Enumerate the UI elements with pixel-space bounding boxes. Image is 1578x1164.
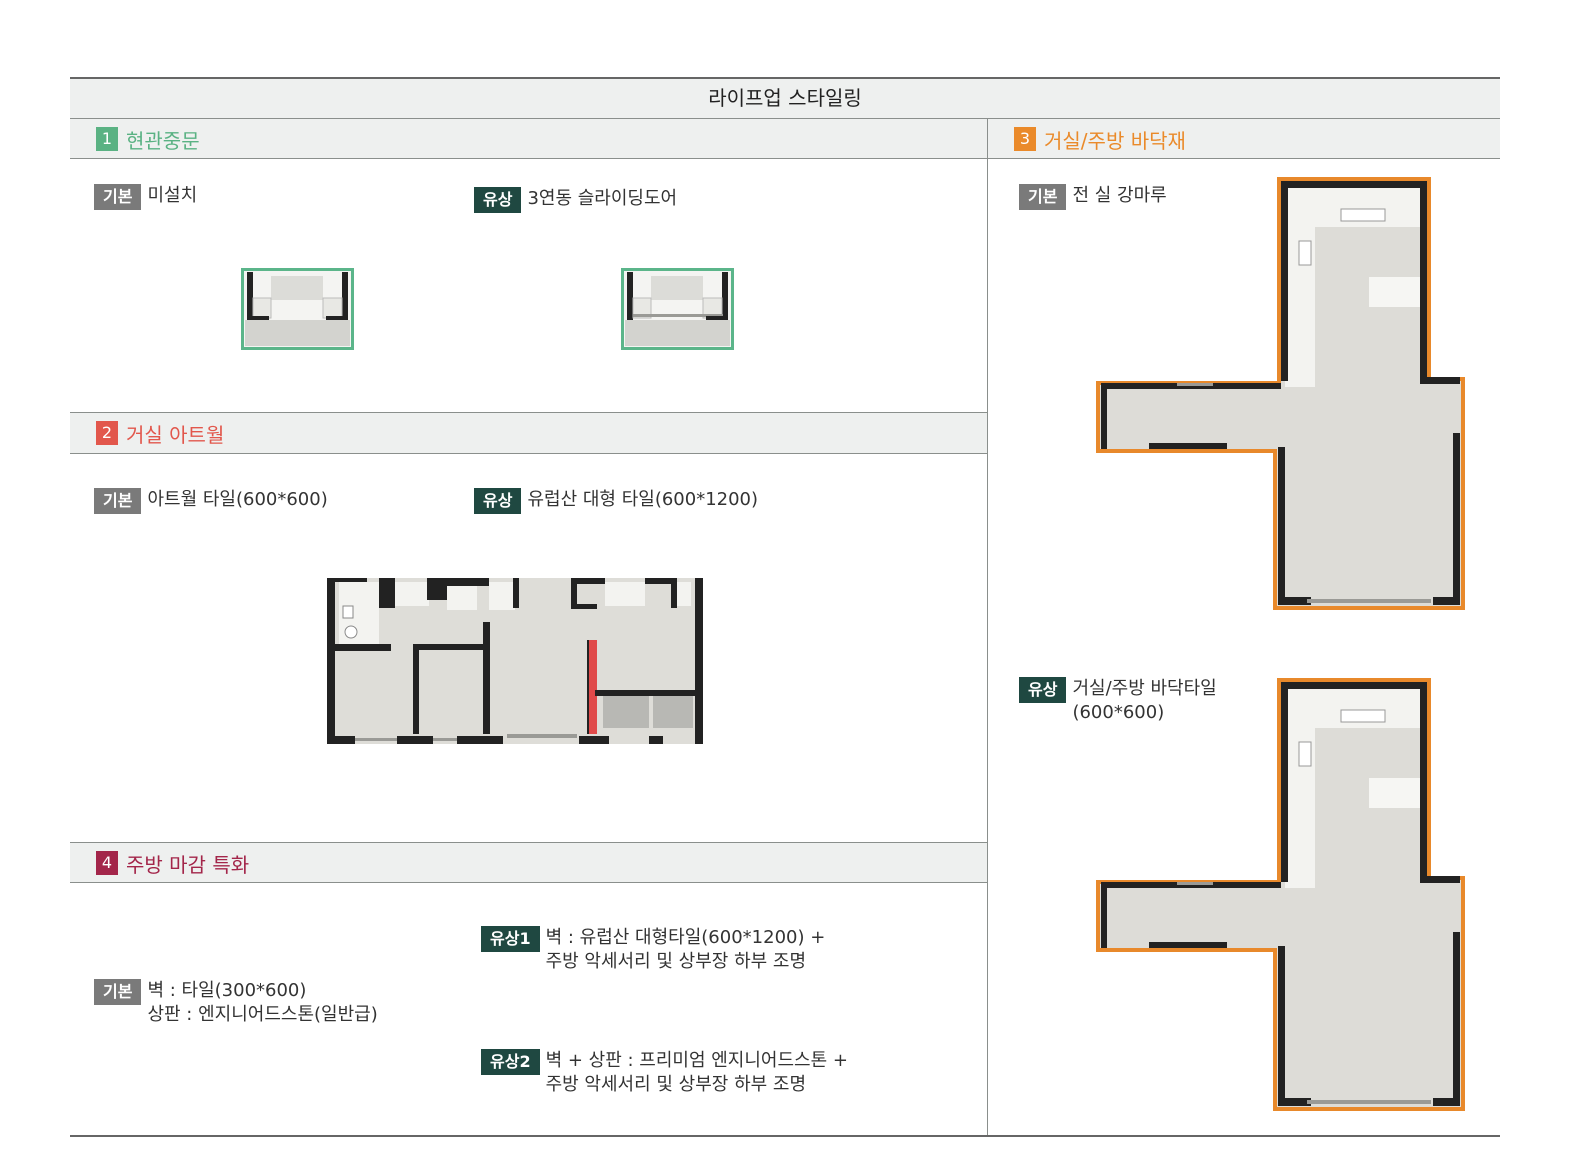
section4-label: 주방 마감 특화 [126,852,250,877]
section2-paid-text: 유럽산 대형 타일(600*1200) [527,489,759,510]
paid-tag: 유상 [474,187,522,213]
section1-paid-option: 유상 3연동 슬라이딩도어 [474,187,677,213]
section4-band [70,843,987,882]
section1-basic-text: 미설치 [147,185,198,206]
basic-tag: 기본 [94,979,142,1005]
section4-basic-text: 벽 : 타일(300*600) 상판 : 엔지니어드스톤(일반급) [147,980,378,1025]
section3-label: 거실/주방 바닥재 [1044,128,1186,153]
section2-paid-option: 유상 유럽산 대형 타일(600*1200) [474,488,758,514]
section4-paid1-option: 유상1 벽 : 유럽산 대형타일(600*1200) + 주방 악세서리 및 상… [481,926,825,974]
section3-basic-text: 전 실 강마루 [1072,185,1167,206]
paid-tag: 유상 [474,488,522,514]
paid1-tag: 유상1 [481,926,540,952]
entrance-paid-plan [621,268,734,350]
paid2-tag: 유상2 [481,1049,540,1075]
basic-tag: 기본 [1019,184,1067,210]
paid-tag: 유상 [1019,677,1067,703]
section3-basic-option: 기본 전 실 강마루 [1019,184,1167,210]
section4-number: 4 [96,851,118,875]
section1-label: 현관중문 [126,128,200,153]
section4-title: 4 주방 마감 특화 [96,843,249,883]
section1-rule [70,158,987,159]
section2-label: 거실 아트월 [126,422,225,447]
section2-band [70,413,987,453]
section2-number: 2 [96,421,118,445]
header-band [70,78,1500,118]
basic-tag: 기본 [94,488,142,514]
artwall-floor-plan [327,578,703,744]
section3-paid-option: 유상 거실/주방 바닥타일 (600*600) [1019,677,1217,725]
entrance-basic-plan [241,268,354,350]
section3-number: 3 [1014,127,1036,151]
section3-band [988,119,1500,158]
section2-basic-text: 아트월 타일(600*600) [147,489,328,510]
page-title: 라이프업 스타일링 [708,86,862,110]
section1-band [70,119,987,158]
top-rule [70,77,1500,79]
section2-basic-option: 기본 아트월 타일(600*600) [94,488,328,514]
section4-top-rule [70,842,987,843]
basic-tag: 기본 [94,184,142,210]
section4-rule [70,882,987,883]
section1-title: 1 현관중문 [96,119,200,159]
section4-paid2-text: 벽 + 상판 : 프리미엄 엔지니어드스톤 + 주방 악세서리 및 상부장 하부… [545,1050,848,1095]
section1-paid-text: 3연동 슬라이딩도어 [527,188,678,209]
column-divider [987,118,988,1136]
section4-basic-option: 기본 벽 : 타일(300*600) 상판 : 엔지니어드스톤(일반급) [94,979,378,1027]
section2-rule [70,453,987,454]
header-bottom-rule [70,118,1500,119]
section1-basic-option: 기본 미설치 [94,184,197,210]
bottom-rule [70,1135,1500,1137]
section2-top-rule [70,412,987,413]
section1-number: 1 [96,127,118,151]
section2-title: 2 거실 아트월 [96,413,224,453]
floor-plan-basic [1096,177,1465,610]
section4-paid1-text: 벽 : 유럽산 대형타일(600*1200) + 주방 악세서리 및 상부장 하… [545,927,826,972]
section3-paid-text: 거실/주방 바닥타일 (600*600) [1072,678,1217,723]
floor-plan-paid [1096,678,1465,1111]
section4-paid2-option: 유상2 벽 + 상판 : 프리미엄 엔지니어드스톤 + 주방 악세서리 및 상부… [481,1049,848,1097]
section3-title: 3 거실/주방 바닥재 [1014,119,1186,159]
section3-rule [988,158,1500,159]
